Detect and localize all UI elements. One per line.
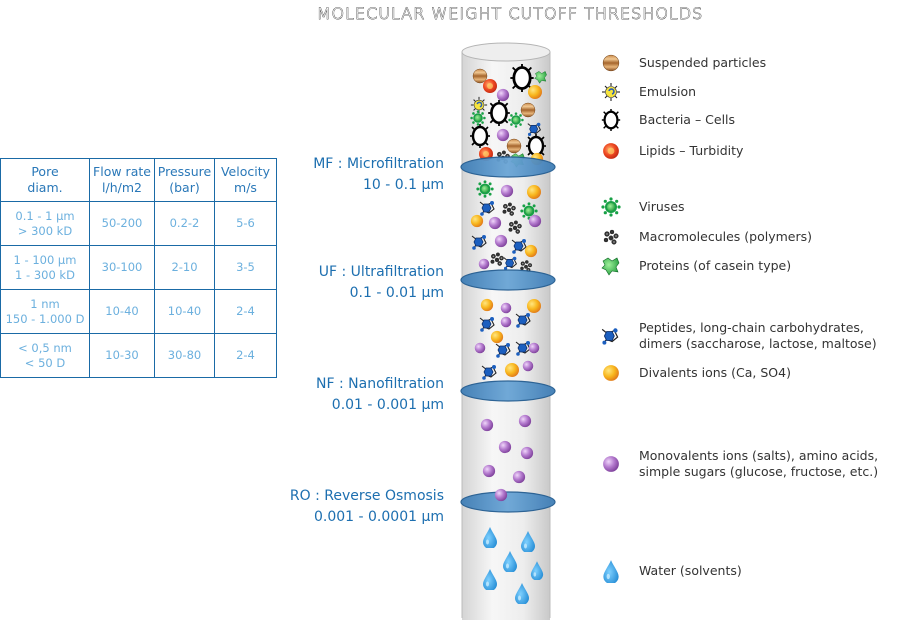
legend-item-proteins: Proteins (of casein type) [600,255,791,277]
lipid-icon [600,140,622,162]
peptide-icon [600,325,622,347]
emulsion-icon [600,81,622,103]
stage-range: 0.1 - 0.01 µm [349,285,444,301]
table-cell: 10-30 [89,333,155,378]
macromolecule-icon [600,226,622,248]
legend-item-monovalent-ions: Monovalents ions (salts), amino acids, s… [600,448,878,480]
ro-membrane [460,491,556,513]
stage-name: UF : Ultrafiltration [318,264,444,280]
table-cell: 0.1 - 1 µm> 300 kD [0,201,90,246]
table-cell: 5-6 [214,201,277,246]
legend-item-emulsion: Emulsion [600,81,696,103]
stage-label-uf: UF : Ultrafiltration 0.1 - 0.01 µm [144,262,444,304]
suspended-particle-icon [600,52,622,74]
divalent-ion-icon [600,362,622,384]
table-cell: 2-4 [214,289,277,334]
bacteria-icon [600,109,622,131]
table-cell: < 0,5 nm< 50 D [0,333,90,378]
stage-name: NF : Nanofiltration [316,376,444,392]
stage-label-ro: RO : Reverse Osmosis 0.001 - 0.0001 µm [144,486,444,528]
table-cell: 3-5 [214,245,277,290]
stage-range: 0.01 - 0.001 µm [331,397,444,413]
tube-top [461,42,551,62]
stage-label-mf: MF : Microfiltration 10 - 0.1 µm [144,154,444,196]
nf-membrane [460,380,556,402]
stage-label-nf: NF : Nanofiltration 0.01 - 0.001 µm [144,374,444,416]
legend-item-divalent-ions: Divalents ions (Ca, SO4) [600,362,791,384]
mf-membrane [460,156,556,178]
membrane-ion [494,488,508,502]
uf-membrane [460,269,556,291]
stage-range: 0.001 - 0.0001 µm [313,509,444,525]
protein-icon [600,255,622,277]
table-row: < 0,5 nm< 50 D 10-30 30-80 2-4 [0,333,277,378]
diagram-title: MOLECULAR WEIGHT CUTOFF THRESHOLDS [316,4,704,24]
legend-item-lipids: Lipids – Turbidity [600,140,743,162]
virus-icon [600,196,622,218]
table-cell: 2-4 [214,333,277,378]
stage-range: 10 - 0.1 µm [362,177,444,193]
stage-name: MF : Microfiltration [313,156,444,172]
legend-item-water: Water (solvents) [600,560,742,583]
legend-item-macromolecules: Macromolecules (polymers) [600,226,812,248]
legend-item-peptides: Peptides, long-chain carbohydrates, dime… [600,320,877,352]
legend-item-viruses: Viruses [600,196,685,218]
table-cell: 30-100 [89,245,155,290]
water-drop-icon [600,560,622,583]
monovalent-ion-icon [600,453,622,475]
stage-name: RO : Reverse Osmosis [289,488,444,504]
legend-item-bacteria: Bacteria – Cells [600,109,735,131]
legend-item-suspended-particles: Suspended particles [600,52,766,74]
